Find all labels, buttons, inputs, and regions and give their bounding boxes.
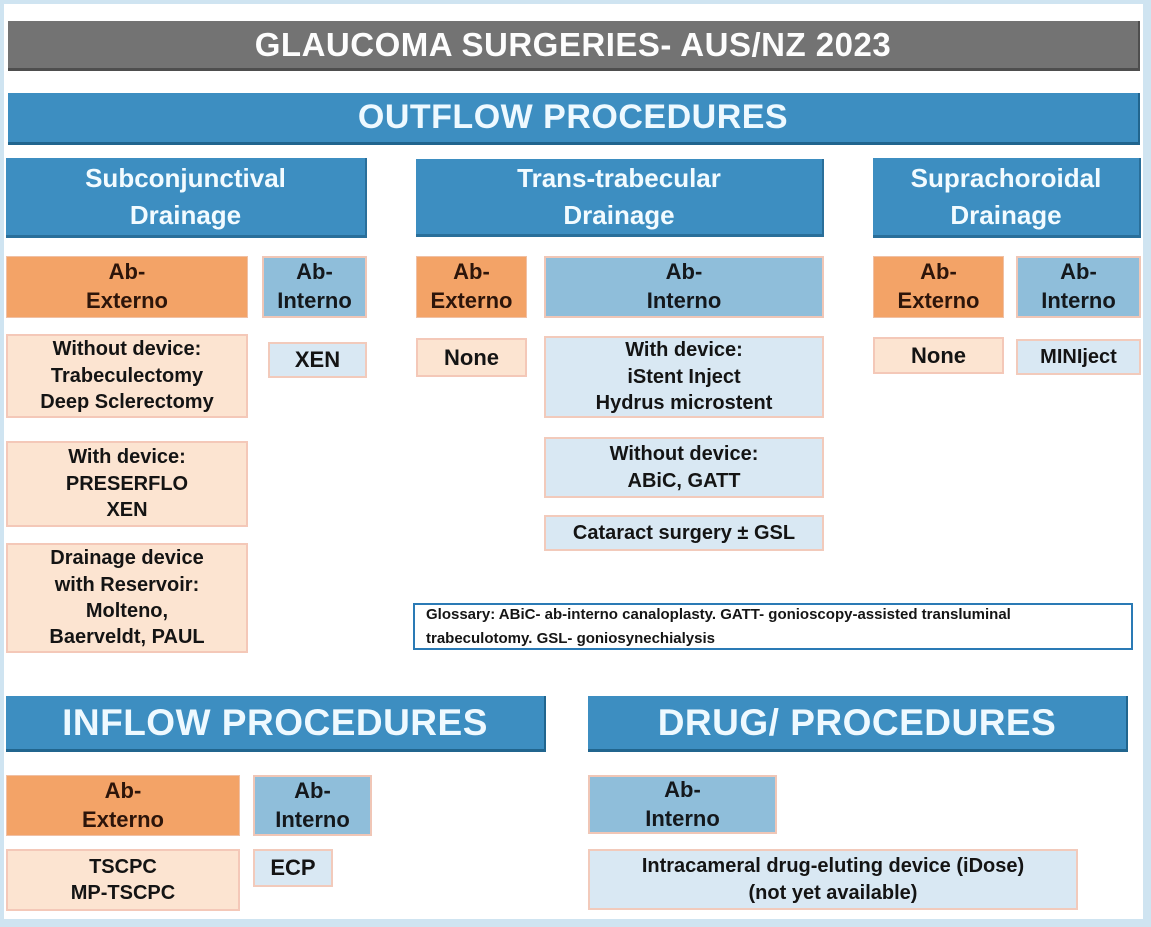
drug-ab-interno-label: Ab- Interno bbox=[588, 775, 777, 834]
frame-top bbox=[0, 0, 1151, 4]
inflow-ab-interno-label: Ab- Interno bbox=[253, 775, 372, 836]
trans-trabecular-header: Trans-trabecular Drainage bbox=[416, 159, 824, 237]
frame-bottom bbox=[0, 919, 1151, 927]
title-banner: GLAUCOMA SURGERIES- AUS/NZ 2023 bbox=[8, 21, 1140, 71]
suprachoroidal-miniject-item: MINIject bbox=[1016, 339, 1141, 375]
trans-trabecular-ab-externo-label: Ab- Externo bbox=[416, 256, 527, 318]
frame-right bbox=[1143, 0, 1151, 927]
trans-trabecular-without-device-item: Without device: ABiC, GATT bbox=[544, 437, 824, 498]
drug-idose-item: Intracameral drug-eluting device (iDose)… bbox=[588, 849, 1078, 910]
suprachoroidal-ab-interno-label: Ab- Interno bbox=[1016, 256, 1141, 318]
inflow-ecp-item: ECP bbox=[253, 849, 333, 887]
trans-trabecular-with-device-item: With device: iStent Inject Hydrus micros… bbox=[544, 336, 824, 418]
suprachoroidal-none-item: None bbox=[873, 337, 1004, 374]
subconjunctival-reservoir-item: Drainage device with Reservoir: Molteno,… bbox=[6, 543, 248, 653]
trans-trabecular-ab-interno-label: Ab- Interno bbox=[544, 256, 824, 318]
inflow-heading: INFLOW PROCEDURES bbox=[6, 696, 546, 752]
inflow-ab-externo-label: Ab- Externo bbox=[6, 775, 240, 836]
subconjunctival-xen-item: XEN bbox=[268, 342, 367, 378]
outflow-heading: OUTFLOW PROCEDURES bbox=[8, 93, 1140, 145]
trans-trabecular-none-item: None bbox=[416, 338, 527, 377]
suprachoroidal-ab-externo-label: Ab- Externo bbox=[873, 256, 1004, 318]
trans-trabecular-cataract-item: Cataract surgery ± GSL bbox=[544, 515, 824, 551]
inflow-tscpc-item: TSCPC MP-TSCPC bbox=[6, 849, 240, 911]
subconjunctival-header: Subconjunctival Drainage bbox=[6, 158, 367, 238]
suprachoroidal-header: Suprachoroidal Drainage bbox=[873, 158, 1141, 238]
frame-left bbox=[0, 0, 4, 927]
subconjunctival-ab-interno-label: Ab- Interno bbox=[262, 256, 367, 318]
glossary-note: Glossary: ABiC- ab-interno canaloplasty.… bbox=[413, 603, 1133, 650]
subconjunctival-ab-externo-label: Ab- Externo bbox=[6, 256, 248, 318]
subconjunctival-with-device-item: With device: PRESERFLO XEN bbox=[6, 441, 248, 527]
subconjunctival-without-device-item: Without device: Trabeculectomy Deep Scle… bbox=[6, 334, 248, 418]
drug-heading: DRUG/ PROCEDURES bbox=[588, 696, 1128, 752]
